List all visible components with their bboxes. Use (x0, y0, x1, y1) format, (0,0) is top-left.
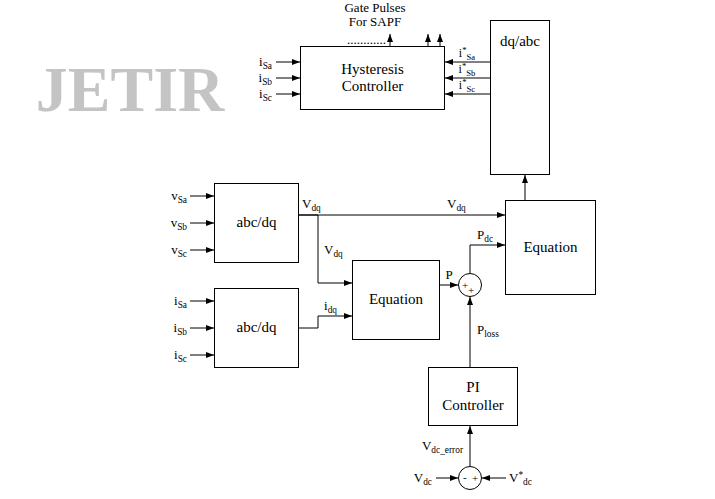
signal-label: vSa (171, 189, 187, 203)
signal-label: iSb (259, 71, 273, 85)
input-arrow (190, 355, 214, 356)
signal-label: iSa (259, 55, 272, 69)
node-text: PI Controller (436, 379, 510, 414)
watermark: JETIR (36, 55, 225, 125)
signal-label: P (444, 268, 453, 282)
sign-text: + (468, 285, 474, 296)
sign-text: - (463, 472, 467, 483)
signal-label: iSc (259, 87, 272, 101)
node-text: Hysteresis Controller (327, 61, 419, 96)
output-arrow (390, 34, 391, 46)
input-arrow (276, 78, 300, 79)
signal-label: vSb (171, 216, 187, 230)
signal-label: iSc (174, 348, 187, 362)
input-arrow (276, 94, 300, 95)
input-arrow (190, 223, 214, 224)
process-box: abc/dq (214, 183, 299, 263)
ellipsis: ............ (347, 33, 386, 47)
signal-arrow (525, 175, 526, 200)
signal-label: V*dc (509, 471, 532, 485)
input-arrow (482, 478, 506, 479)
process-box: dq/abc (490, 20, 550, 175)
signal-arrow (299, 316, 352, 328)
signal-label: iSb (174, 321, 188, 335)
node-text: Equation (523, 239, 577, 256)
signal-label: Ploss (476, 323, 500, 337)
signal-label: iSa (174, 294, 187, 308)
output-arrow (428, 34, 429, 46)
signal-label: vSc (171, 243, 187, 257)
input-arrow (190, 328, 214, 329)
node-text: abc/dq (237, 214, 277, 231)
signal-label: Vdc (414, 471, 432, 485)
process-box: PI Controller (428, 367, 518, 426)
signal-label: Pdc (476, 228, 494, 242)
signal-label: Vdq (446, 197, 467, 211)
signal-label: i*Sb (458, 63, 477, 76)
input-arrow (190, 301, 214, 302)
signal-arrow (470, 297, 471, 367)
signal-label: i*Sa (458, 47, 476, 60)
signal-label: idq (323, 299, 338, 313)
signal-arrow (299, 215, 505, 216)
input-arrow (436, 478, 458, 479)
signal-arrow (470, 426, 471, 466)
output-arrow (440, 34, 441, 46)
input-arrow (276, 62, 300, 63)
output-label: Gate Pulses For SAPF (335, 1, 415, 30)
input-arrow (190, 196, 214, 197)
process-box: Equation (352, 260, 440, 340)
signal-label: Vdq (323, 243, 344, 257)
input-arrow (190, 250, 214, 251)
signal-label: i*Sc (458, 79, 476, 92)
signal-arrow (299, 215, 352, 283)
signal-label: Vdq (302, 197, 321, 211)
node-text: dq/abc (500, 33, 540, 50)
process-box: Hysteresis Controller (300, 46, 445, 110)
sign-text: + (472, 473, 478, 484)
summing-junction: -+ (458, 466, 482, 490)
node-text: Equation (369, 291, 423, 308)
signal-label: Vdc_error (421, 439, 464, 453)
summing-junction: ++ (458, 273, 482, 297)
signal-arrow (470, 245, 505, 273)
process-box: Equation (505, 200, 596, 295)
node-text: abc/dq (237, 319, 277, 336)
signal-arrow (440, 285, 458, 286)
sign-text: + (462, 280, 468, 291)
process-box: abc/dq (214, 288, 299, 368)
